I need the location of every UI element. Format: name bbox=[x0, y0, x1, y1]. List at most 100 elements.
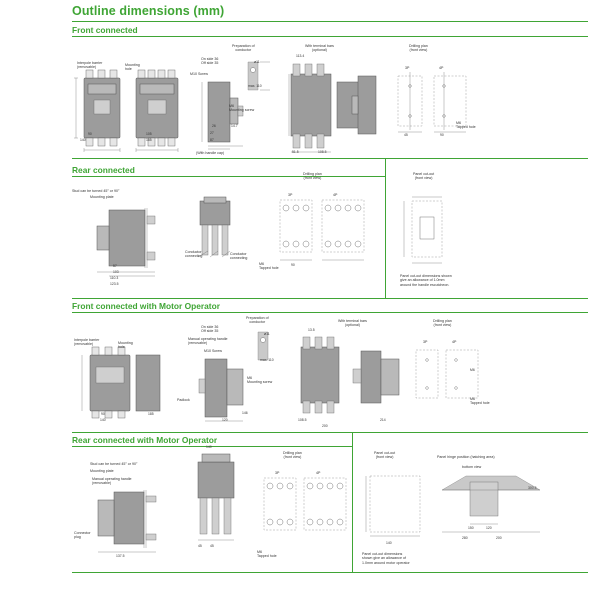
rear-3p-label: 3P bbox=[288, 193, 293, 197]
rearmotor-dim-140: 140 bbox=[206, 445, 212, 449]
rearmotor-mplate-label: Mounting plate bbox=[90, 469, 114, 473]
motor-dim-o11: ø11 bbox=[264, 332, 270, 336]
front-m10-label: M10 Screw bbox=[190, 72, 208, 76]
bottom-rule bbox=[72, 572, 588, 574]
rearmotor-dim-150: 150 bbox=[468, 526, 474, 530]
rearmotor-dim-45b: 45 bbox=[210, 544, 214, 548]
front-dim-o11: ø11 bbox=[254, 60, 260, 64]
front-handle-cap-label: (With handle cap) bbox=[196, 151, 225, 155]
section-title-front: Front connected bbox=[72, 25, 138, 35]
front-dim-140: 140 bbox=[80, 138, 86, 142]
motor-dim-14-7: 146 bbox=[242, 411, 248, 415]
front-dim-87: 87 bbox=[210, 138, 214, 142]
rearmotor-stud-label: Stud can be turned 45° or 90° bbox=[90, 462, 138, 466]
rear-cutout-diagram bbox=[403, 196, 443, 264]
motor-4p-label: 4P bbox=[452, 340, 457, 344]
front-dim-146: 113.4 bbox=[296, 54, 305, 58]
motor-m10-label: M10 Screw bbox=[204, 349, 222, 353]
rearmotor-manual-label: Manual operating handle(removable) bbox=[92, 477, 132, 486]
motor-dim-51-5: 108.5 bbox=[298, 418, 307, 422]
motor-dim-146: 13.5 bbox=[308, 328, 315, 332]
front-dim-max110: max. 110 bbox=[248, 84, 262, 88]
rearmotor-cutout-label: Panel cut-out(front view) bbox=[374, 451, 396, 460]
section-rule-motor bbox=[72, 312, 588, 314]
rearmotor-dim-137-5: 137.5 bbox=[116, 554, 125, 558]
front-conductor-diagram bbox=[247, 61, 270, 91]
rear-drilling-plan-diagram bbox=[279, 199, 365, 261]
divider-motor-rearmotor bbox=[72, 432, 588, 434]
rear-stud-label: Stud can be turned 45° or 90° bbox=[72, 189, 120, 193]
front-side-view-diagram bbox=[201, 81, 244, 150]
rearmotor-drilling-plan-diagram bbox=[263, 477, 347, 531]
motor-padlock-label: Padlock bbox=[177, 398, 190, 402]
motor-dim-214: M6 bbox=[470, 368, 475, 372]
rearmotor-dim-120: 120 bbox=[486, 526, 492, 530]
motor-conductor-diagram bbox=[257, 331, 269, 361]
motor-dim-90: 90 bbox=[101, 412, 105, 416]
front-front-view-diagram bbox=[74, 69, 179, 152]
front-dim-90: 90 bbox=[88, 132, 92, 136]
rear-dim-103: 103 bbox=[113, 270, 119, 274]
rear-dim-123-5: 123.5 bbox=[110, 282, 119, 286]
motor-drilling-plan-diagram bbox=[415, 349, 479, 399]
rearmotor-hinge-label: Panel hinge position (hatching area) bbox=[437, 455, 495, 459]
rearmotor-drilling-label: Drilling plan(front view) bbox=[283, 451, 302, 460]
motor-interpole-label: Interpole barrier(removable) bbox=[74, 338, 100, 347]
front-dim-14-7: 14.7 bbox=[231, 124, 238, 128]
section-title-rear: Rear connected bbox=[72, 165, 135, 175]
rearmotor-dim-45a: 45 bbox=[198, 544, 202, 548]
front-drilling-label: Drilling plan(front view) bbox=[409, 44, 428, 53]
rearmotor-hinge-diagram bbox=[441, 475, 541, 533]
front-dim-51-5: 51.5 bbox=[292, 150, 299, 154]
front-terminal-bars-diagram bbox=[288, 63, 370, 153]
front-dim-90b: 90 bbox=[440, 133, 444, 137]
front-side-view-2-diagram bbox=[351, 75, 377, 135]
motor-dim-max110: max. 110 bbox=[260, 358, 274, 362]
motor-terminal-bars-diagram bbox=[300, 336, 400, 414]
motor-dim-87: 120 bbox=[222, 418, 228, 422]
rear-4p-label: 4P bbox=[333, 193, 338, 197]
rearmotor-side-view-diagram bbox=[97, 490, 157, 553]
rear-dim-110-3: 110.3 bbox=[110, 276, 119, 280]
divider-rear-cutout bbox=[385, 158, 387, 298]
motor-dim-200: 214 bbox=[380, 418, 386, 422]
section-rule-rear bbox=[72, 176, 385, 178]
motor-drilling-label: Drilling plan(front view) bbox=[433, 319, 452, 328]
rear-dim-57: 57 bbox=[113, 264, 117, 268]
front-4p-label: 4P bbox=[439, 66, 444, 70]
rearmotor-dim-300-5: 300.5 bbox=[528, 486, 537, 490]
rear-drilling-label: Drilling plan(front view) bbox=[303, 172, 322, 181]
divider-rear-motor bbox=[72, 298, 588, 300]
rearmotor-bottom-label: bottom view bbox=[462, 465, 482, 469]
rearmotor-3p-label: 3P bbox=[275, 471, 280, 475]
front-dim-105: 105 bbox=[146, 132, 152, 136]
front-dim-27: 27 bbox=[210, 131, 214, 135]
rearmotor-bottom-view-diagram bbox=[197, 453, 235, 541]
rearmotor-dim-280: 280 bbox=[462, 536, 468, 540]
rear-bottom-view-diagram bbox=[197, 196, 231, 258]
section-title-motor: Front connected with Motor Operator bbox=[72, 301, 220, 311]
divider-front-rear bbox=[72, 158, 588, 160]
front-terminal-bars-label: With terminal bars(optional) bbox=[305, 44, 334, 53]
section-rule-rear-motor bbox=[72, 446, 352, 448]
motor-dim-108-5: 200 bbox=[322, 424, 328, 428]
rear-dim-90: 90 bbox=[291, 263, 295, 267]
motor-dim-185: 185 bbox=[148, 412, 154, 416]
section-title-rear-motor: Rear connected with Motor Operator bbox=[72, 435, 218, 445]
